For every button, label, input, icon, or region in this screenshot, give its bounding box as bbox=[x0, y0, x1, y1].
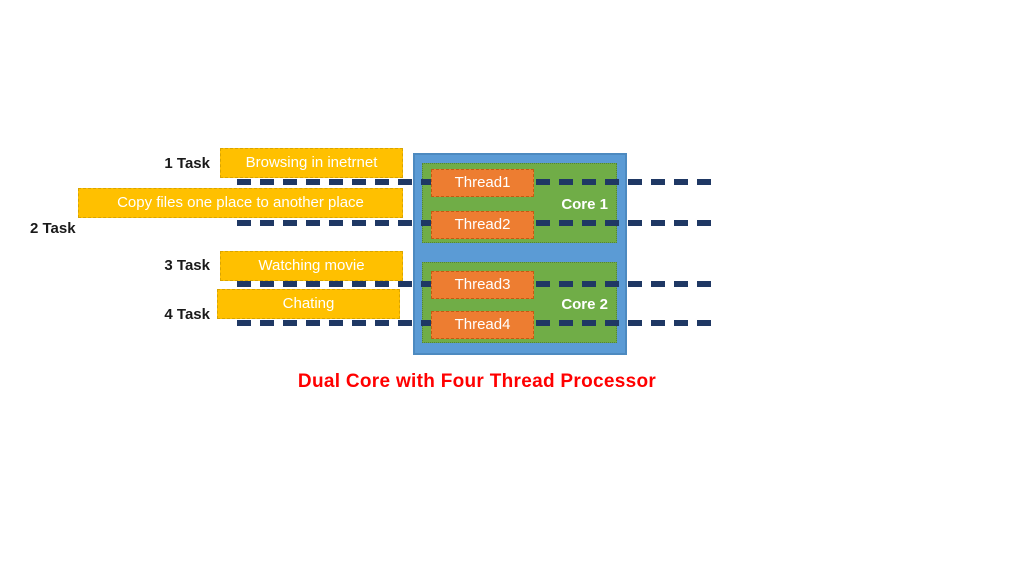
task-box-watching-movie: Watching movie bbox=[220, 251, 403, 281]
task-box-copy-files: Copy files one place to another place bbox=[78, 188, 403, 218]
task-1-label: 1 Task bbox=[164, 155, 210, 172]
task-3-label: 3 Task bbox=[164, 257, 210, 274]
thread-2-box: Thread2 bbox=[431, 211, 534, 239]
processor-box: Thread1 Thread2 Core 1 Thread3 Thread4 C… bbox=[413, 153, 627, 355]
core-1-box: Thread1 Thread2 Core 1 bbox=[422, 163, 617, 243]
task-4-label: 4 Task bbox=[164, 306, 210, 323]
core-1-label: Core 1 bbox=[561, 196, 608, 213]
thread-4-box: Thread4 bbox=[431, 311, 534, 339]
thread-3-box: Thread3 bbox=[431, 271, 534, 299]
task-box-browsing: Browsing in inetrnet bbox=[220, 148, 403, 178]
core-2-label: Core 2 bbox=[561, 296, 608, 313]
diagram-title: Dual Core with Four Thread Processor bbox=[297, 371, 657, 392]
thread-1-box: Thread1 bbox=[431, 169, 534, 197]
task-box-chating: Chating bbox=[217, 289, 400, 319]
task-2-label: 2 Task bbox=[30, 220, 76, 237]
core-2-box: Thread3 Thread4 Core 2 bbox=[422, 262, 617, 343]
